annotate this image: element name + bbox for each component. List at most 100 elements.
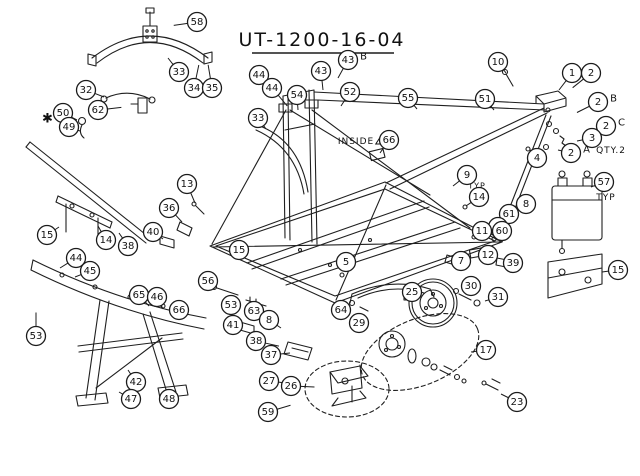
callout-38: 38 — [117, 232, 139, 257]
balloon-number: 14 — [473, 192, 486, 203]
callout-15: 15 — [36, 224, 60, 246]
balloon-circle — [587, 91, 609, 113]
balloon-number: 48 — [163, 394, 176, 405]
callout-45: 45 — [74, 260, 101, 282]
balloon-number: 66 — [173, 305, 186, 316]
callout-52: 52 — [339, 81, 361, 107]
callout-39: 39 — [502, 252, 524, 274]
leader-line — [118, 391, 124, 395]
leader-line — [59, 262, 69, 269]
leader-line — [300, 385, 315, 388]
leader-line — [74, 274, 82, 278]
callout-1: 1 — [558, 62, 583, 91]
leader-line — [195, 64, 200, 79]
balloon-number: 64 — [335, 305, 348, 316]
balloon-number: 2 — [568, 148, 574, 159]
balloon-circle — [401, 281, 423, 303]
balloon-number: 46 — [151, 292, 164, 303]
leader-line — [337, 68, 344, 79]
callout-37: 37 — [260, 344, 291, 366]
balloon-circle — [158, 197, 180, 219]
balloon-circle — [474, 88, 496, 110]
balloon-circle — [477, 244, 499, 266]
leader-line — [280, 352, 291, 355]
balloon-number: 44 — [253, 70, 266, 81]
balloon-circle — [243, 300, 265, 322]
callout-53: 53 — [220, 294, 242, 316]
balloon-number: 35 — [206, 83, 219, 94]
callout-33: 33 — [247, 107, 269, 130]
balloon-circle — [117, 235, 139, 257]
callout-23: 23 — [500, 391, 528, 413]
balloon-circle — [491, 220, 513, 242]
callout-4: 4 — [526, 147, 548, 169]
balloon-circle — [258, 309, 280, 331]
balloon-number: 13 — [181, 179, 194, 190]
balloon-number: 60 — [496, 226, 509, 237]
balloon-circle — [560, 142, 582, 164]
balloon-number: 23 — [511, 397, 524, 408]
callout-29: 29 — [348, 312, 370, 334]
balloon-circle — [79, 260, 101, 282]
leader-line — [490, 106, 495, 111]
balloon-circle — [176, 173, 198, 195]
balloon-number: 4 — [534, 153, 540, 164]
balloon-number: 40 — [147, 227, 160, 238]
balloon-number: 42 — [130, 377, 143, 388]
balloon-circle — [260, 344, 282, 366]
callout-56: 56 — [197, 270, 219, 292]
leader-line — [379, 147, 385, 154]
balloon-number: 66 — [383, 135, 396, 146]
callout-47: 47 — [118, 388, 142, 410]
balloon-suffix: C — [618, 118, 625, 129]
balloon-number: 30 — [465, 281, 478, 292]
balloon-number: 8 — [523, 199, 529, 210]
balloon-circle — [158, 388, 180, 410]
callout-42: 42 — [125, 369, 147, 393]
callout-8: 8 — [258, 309, 282, 331]
balloon-circle — [247, 107, 269, 129]
callout-54: 54 — [286, 84, 308, 111]
callout-40: 40 — [142, 221, 164, 243]
callout-51: 51 — [474, 88, 496, 111]
balloon-number: 15 — [41, 230, 54, 241]
annotation-text: TYP — [595, 193, 615, 203]
balloon-number: 1 — [569, 68, 575, 79]
balloon-circle — [120, 388, 142, 410]
balloon-circle — [197, 270, 219, 292]
balloon-number: 2 — [595, 97, 601, 108]
leader-line — [160, 305, 164, 310]
balloon-circle — [201, 77, 223, 99]
balloon-circle — [475, 339, 497, 361]
callout-49: 49 — [58, 116, 81, 138]
balloon-circle — [593, 171, 615, 193]
balloon-number: 49 — [63, 122, 76, 133]
leader-line — [465, 201, 472, 207]
balloon-number: 36 — [163, 203, 176, 214]
balloon-circle — [468, 186, 490, 208]
callout-14: 14 — [465, 186, 490, 208]
annotation-text: QTY.2 — [596, 146, 626, 156]
callout-33: 33 — [167, 57, 190, 83]
callout-43: 43 — [310, 60, 332, 91]
callout-44: 44 — [261, 77, 288, 107]
balloon-number: 54 — [291, 90, 304, 101]
balloon-circle — [378, 129, 400, 151]
leader-line — [452, 180, 460, 187]
callout-15: 15 — [601, 259, 629, 281]
leader-line — [470, 350, 477, 353]
callout-41: 41 — [222, 314, 244, 336]
callout-32: 32 — [75, 79, 105, 101]
balloon-circle — [286, 84, 308, 106]
callout-55: 55 — [397, 87, 419, 110]
balloon-circle — [280, 375, 302, 397]
callout-26: 26 — [280, 375, 315, 397]
balloon-circle — [502, 252, 524, 274]
balloon-circle — [526, 147, 548, 169]
balloon-circle — [58, 116, 80, 138]
